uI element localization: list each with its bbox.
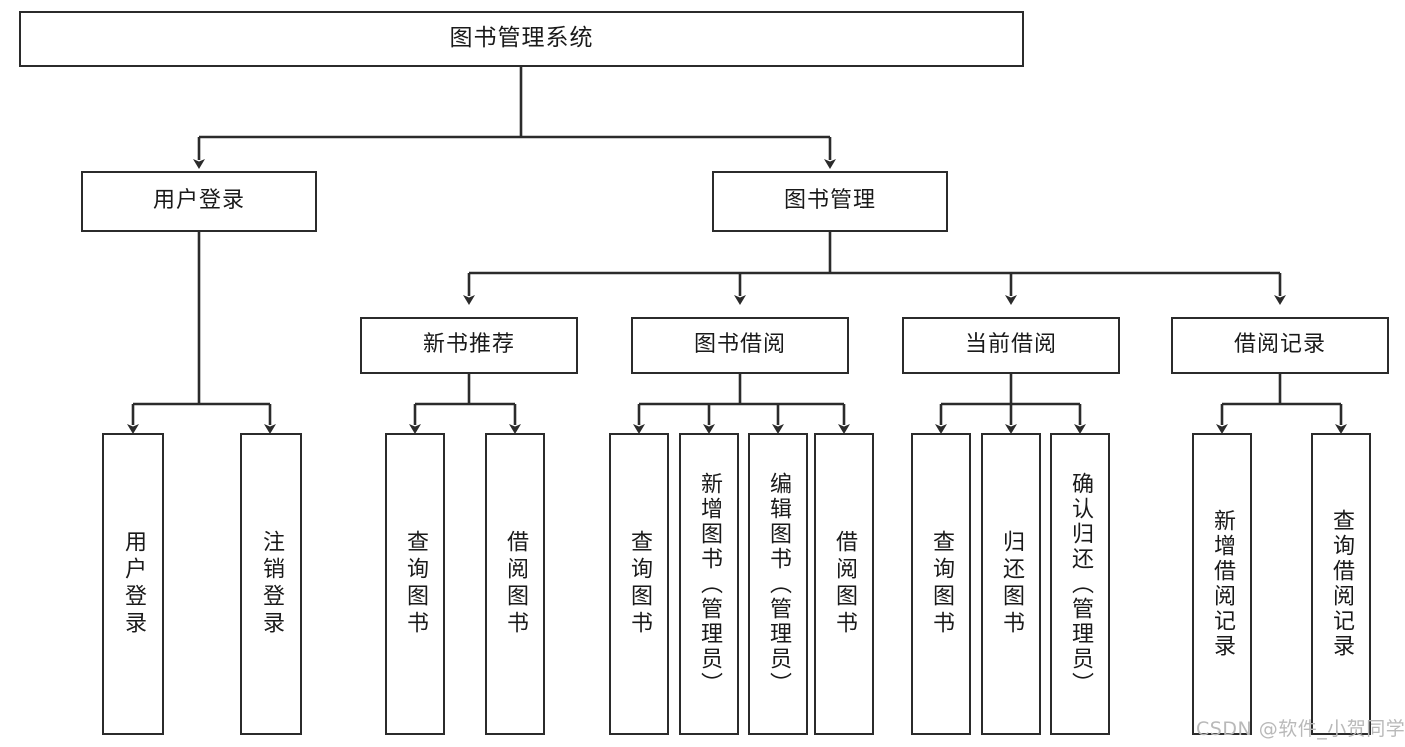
node-label: 新增图书（管理员） (697, 471, 722, 697)
node-label: 借阅记录 (1233, 332, 1326, 358)
node-label: 归还图书 (999, 530, 1024, 638)
node-borrow-records[interactable]: 借阅记录 (1171, 317, 1389, 374)
node-label: 当前借阅 (964, 332, 1057, 358)
node-leaf-query-book-3[interactable]: 查询图书 (911, 433, 971, 735)
node-leaf-borrow-book-1[interactable]: 借阅图书 (485, 433, 545, 735)
node-label: 查询图书 (929, 530, 954, 638)
node-label: 查询图书 (627, 530, 652, 638)
node-leaf-query-book-1[interactable]: 查询图书 (385, 433, 445, 735)
node-label: 新书推荐 (422, 332, 515, 358)
node-leaf-user-login[interactable]: 用户登录 (102, 433, 164, 735)
node-label: 注销登录 (259, 530, 284, 638)
node-leaf-confirm-return-admin[interactable]: 确认归还（管理员） (1050, 433, 1110, 735)
node-leaf-logout[interactable]: 注销登录 (240, 433, 302, 735)
node-leaf-add-borrow-record[interactable]: 新增借阅记录 (1192, 433, 1252, 735)
node-leaf-return-book[interactable]: 归还图书 (981, 433, 1041, 735)
node-leaf-borrow-book-2[interactable]: 借阅图书 (814, 433, 874, 735)
node-leaf-query-borrow-record[interactable]: 查询借阅记录 (1311, 433, 1371, 735)
node-label: 查询图书 (403, 530, 428, 638)
node-label: 图书管理系统 (449, 25, 594, 52)
node-current-borrow[interactable]: 当前借阅 (902, 317, 1120, 374)
node-book-management[interactable]: 图书管理 (712, 171, 948, 232)
node-user-login[interactable]: 用户登录 (81, 171, 317, 232)
node-label: 用户登录 (152, 188, 245, 214)
node-leaf-query-book-2[interactable]: 查询图书 (609, 433, 669, 735)
node-leaf-edit-book-admin[interactable]: 编辑图书（管理员） (748, 433, 808, 735)
node-label: 确认归还（管理员） (1068, 471, 1093, 697)
node-root-system[interactable]: 图书管理系统 (19, 11, 1024, 67)
node-label: 借阅图书 (503, 530, 528, 638)
node-label: 新增借阅记录 (1210, 509, 1235, 659)
node-label: 图书管理 (783, 188, 876, 214)
watermark: CSDN @软件_小贺同学 (1196, 714, 1405, 741)
node-leaf-add-book-admin[interactable]: 新增图书（管理员） (679, 433, 739, 735)
node-label: 借阅图书 (832, 530, 857, 638)
node-label: 查询借阅记录 (1329, 509, 1354, 659)
node-new-book-recommend[interactable]: 新书推荐 (360, 317, 578, 374)
node-book-borrow[interactable]: 图书借阅 (631, 317, 849, 374)
node-label: 编辑图书（管理员） (766, 471, 791, 697)
watermark-text: CSDN @软件_小贺同学 (1196, 718, 1405, 740)
node-label: 用户登录 (121, 530, 146, 638)
node-label: 图书借阅 (693, 332, 786, 358)
